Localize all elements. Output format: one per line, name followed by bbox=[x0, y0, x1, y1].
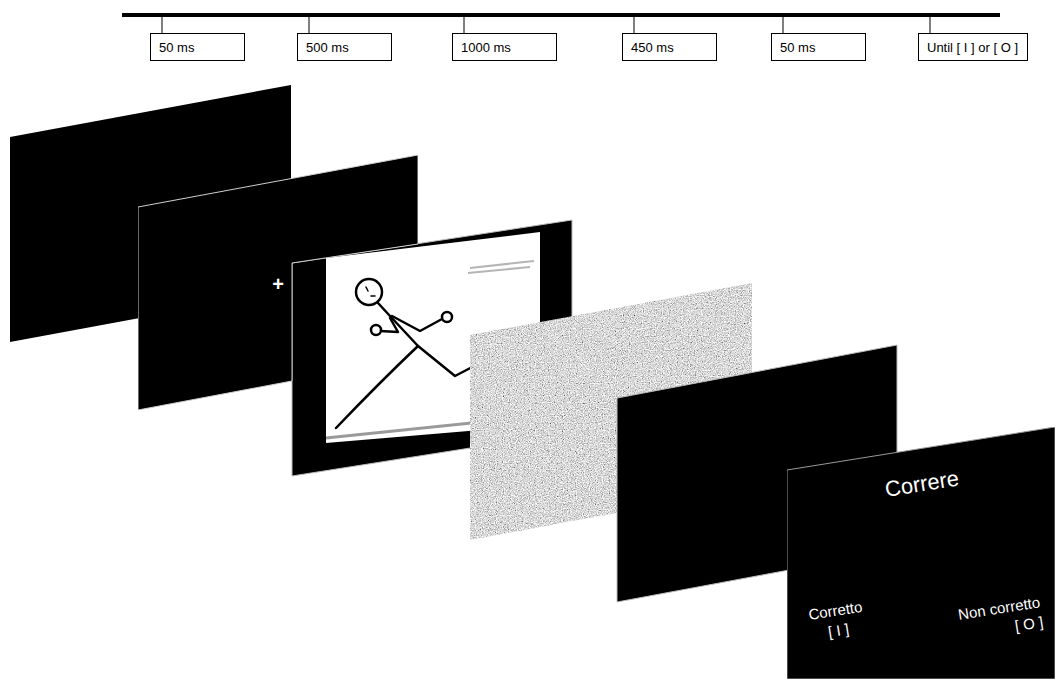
duration-label: 500 ms bbox=[306, 40, 349, 56]
screen-outline bbox=[787, 427, 1055, 679]
text-anchor: + bbox=[272, 271, 284, 298]
duration-label: 450 ms bbox=[631, 40, 674, 56]
duration-label: Until [ I ] or [ O ] bbox=[927, 40, 1018, 56]
response-screen: CorrereCorretto [ I ]Non corretto [ O ] bbox=[787, 427, 1055, 679]
fixation-screen: + bbox=[138, 155, 418, 410]
duration-label: 50 ms bbox=[159, 40, 194, 56]
screen-panel bbox=[787, 427, 1055, 679]
speed-lines bbox=[468, 261, 534, 273]
fixation-cross: + bbox=[272, 271, 284, 298]
duration-box: 50 ms bbox=[771, 33, 866, 61]
timeline-bar bbox=[122, 13, 1000, 17]
running-figure bbox=[336, 279, 478, 428]
duration-box: 50 ms bbox=[150, 33, 245, 61]
timeline-ticks bbox=[162, 15, 930, 33]
duration-box: 450 ms bbox=[622, 33, 717, 61]
duration-box: 1000 ms bbox=[452, 33, 557, 61]
screen-panel bbox=[138, 155, 418, 410]
duration-box: 500 ms bbox=[297, 33, 392, 61]
duration-label: 1000 ms bbox=[461, 40, 511, 56]
duration-label: 50 ms bbox=[780, 40, 815, 56]
duration-box: Until [ I ] or [ O ] bbox=[918, 33, 1028, 61]
